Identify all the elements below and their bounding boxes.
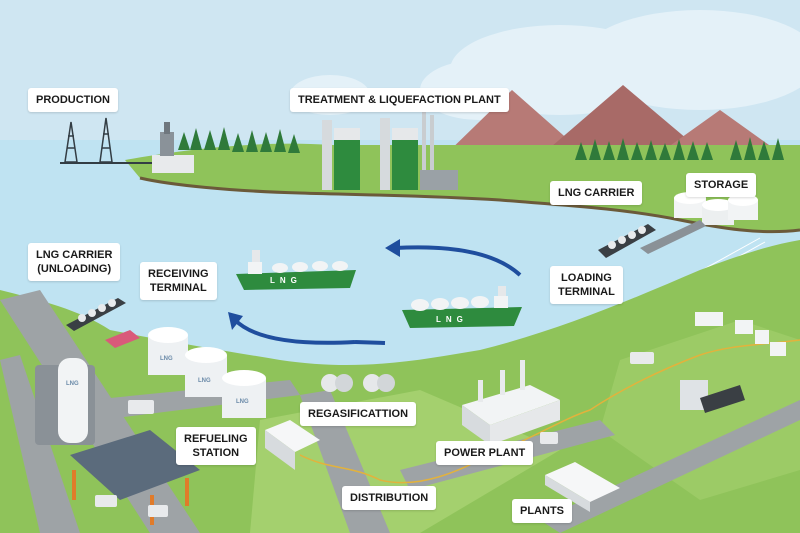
- label-line: TERMINAL: [558, 286, 615, 298]
- label-loading-terminal: LOADING TERMINAL: [550, 266, 623, 304]
- far-shore: [125, 143, 800, 232]
- flow-arrow-top: [394, 245, 522, 277]
- lng-storage-tanks-receiving: LNG LNG LNG: [148, 327, 266, 418]
- gas-distribution-line: [299, 339, 800, 484]
- label-power-plant: POWER PLANT: [436, 441, 534, 465]
- storage-tanks: [674, 192, 758, 225]
- plants-building: [545, 462, 620, 512]
- trucks: [95, 352, 654, 517]
- label-line: RECEIVING: [148, 268, 209, 280]
- label-plants: PLANTS: [512, 499, 572, 523]
- regas-building: [265, 420, 320, 470]
- liquefaction-plant: [322, 110, 458, 190]
- label-line: (UNLOADING): [37, 263, 112, 275]
- trees: [178, 127, 784, 160]
- loading-jetty: [640, 220, 706, 254]
- label-line: STATION: [192, 447, 240, 459]
- lng-tall-tank: LNG: [35, 358, 95, 445]
- label-treatment-liquefaction: TREATMENT & LIQUEFACTION PLANT: [290, 88, 509, 112]
- label-line: LNG CARRIER: [36, 249, 113, 261]
- lng-carrier-top: [598, 224, 656, 258]
- label-line: LOADING: [561, 272, 612, 284]
- receiving-dock: [66, 298, 140, 348]
- far-shore-edge: [139, 176, 800, 234]
- tall-tank-label: LNG: [66, 381, 79, 387]
- label-receiving-terminal: RECEIVING TERMINAL: [140, 262, 217, 300]
- label-production: PRODUCTION: [28, 88, 118, 112]
- label-refueling-station: REFUELING STATION: [176, 427, 256, 465]
- tank-label: LNG: [198, 378, 211, 384]
- train: [700, 385, 745, 413]
- ship-lng-label: LNG: [436, 315, 468, 324]
- label-line: TERMINAL: [149, 282, 207, 294]
- label-distribution: DISTRIBUTION: [342, 486, 437, 510]
- tank-label: LNG: [236, 399, 249, 405]
- regasification-units: [321, 374, 395, 392]
- power-plant-building: [462, 360, 560, 445]
- tank-label: LNG: [160, 356, 173, 362]
- label-lng-carrier: LNG CARRIER: [550, 181, 643, 205]
- label-lng-carrier-unloading: LNG CARRIER (UNLOADING): [28, 243, 121, 281]
- label-regasification: REGASIFICATTION: [300, 402, 417, 426]
- flow-arrow-bottom-tail: [354, 340, 386, 345]
- lng-ship-receiving: LNG: [236, 250, 356, 290]
- ship-lng-label: LNG: [270, 276, 302, 285]
- flow-arrow-top-head: [385, 239, 400, 257]
- flow-arrow-bottom-head: [228, 312, 243, 330]
- lng-ship-loading: LNG: [402, 286, 522, 328]
- flow-arrow-bottom: [233, 318, 356, 345]
- processing-building: [152, 122, 194, 173]
- label-line: REFUELING: [184, 433, 248, 445]
- label-storage: STORAGE: [686, 173, 757, 197]
